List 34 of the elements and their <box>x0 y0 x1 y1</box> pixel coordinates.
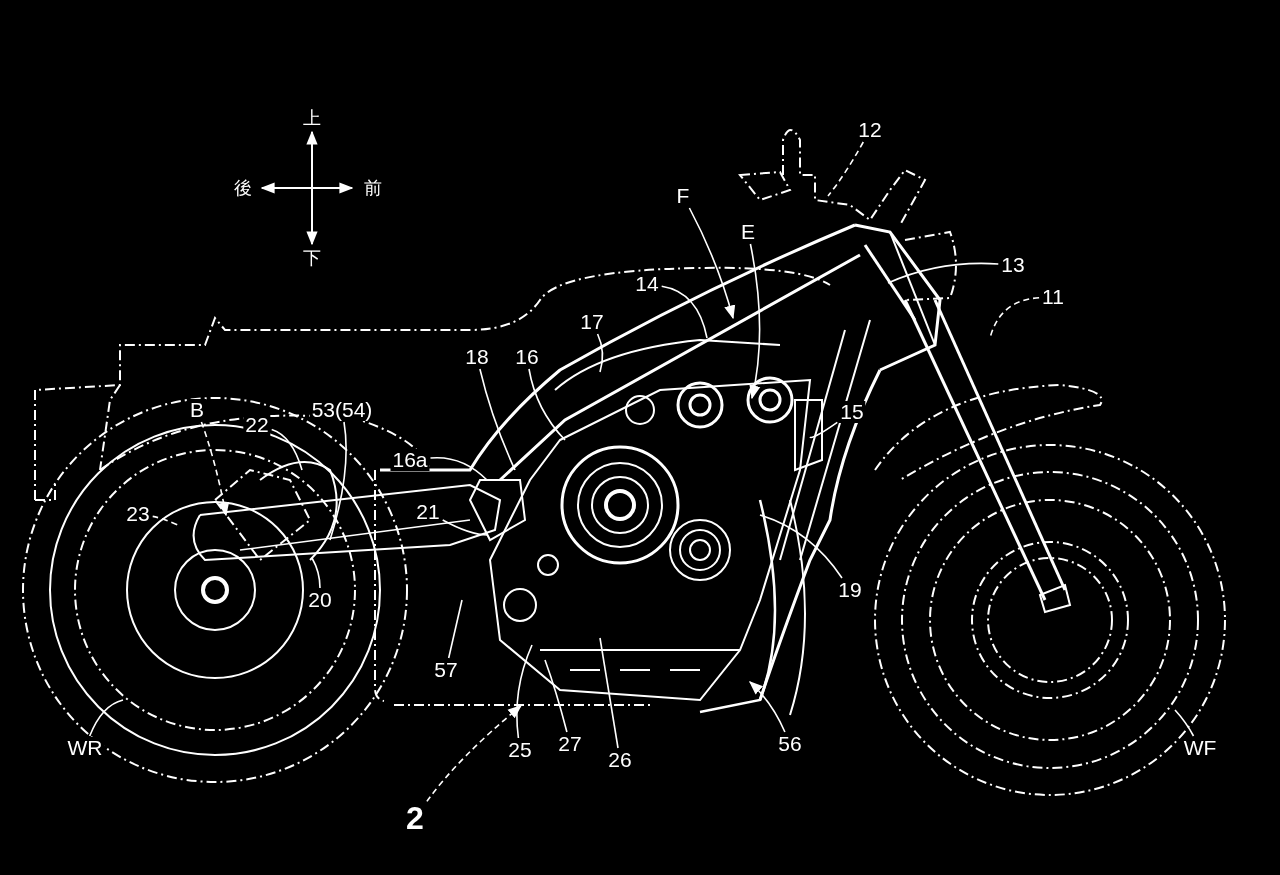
leader-line <box>516 644 533 739</box>
direction-label: 下 <box>301 248 323 268</box>
leader-line <box>528 368 566 441</box>
leader-line <box>759 514 843 579</box>
leader-line <box>1174 709 1195 737</box>
leader-line <box>809 421 839 439</box>
leader-line <box>200 421 230 517</box>
leader-line <box>270 428 303 471</box>
leader-line <box>749 243 761 400</box>
callout-number: 22 <box>243 414 271 436</box>
leader-line <box>479 368 516 471</box>
leader-line <box>596 333 604 373</box>
leader-line <box>441 519 489 536</box>
leader-line <box>544 659 568 733</box>
view-boundary-line <box>393 704 651 706</box>
direction-label: 上 <box>301 108 323 128</box>
leader-line <box>311 557 321 589</box>
leader-line <box>429 456 488 481</box>
leader-line <box>989 297 1040 339</box>
leader-line <box>447 599 463 659</box>
leader-line <box>151 515 179 526</box>
callout-number: 15 <box>838 401 866 423</box>
direction-label: 前 <box>362 178 384 198</box>
leader-line <box>887 262 1000 284</box>
leader-line <box>749 681 786 733</box>
leader-line <box>599 637 619 749</box>
leader-line <box>88 699 124 737</box>
leader-line <box>660 285 708 339</box>
leader-line <box>827 141 865 197</box>
leader-line <box>426 705 522 803</box>
callout-number: 16a <box>390 449 430 471</box>
leader-line <box>329 421 347 541</box>
leader-line <box>688 207 735 320</box>
direction-label: 後 <box>232 178 254 198</box>
